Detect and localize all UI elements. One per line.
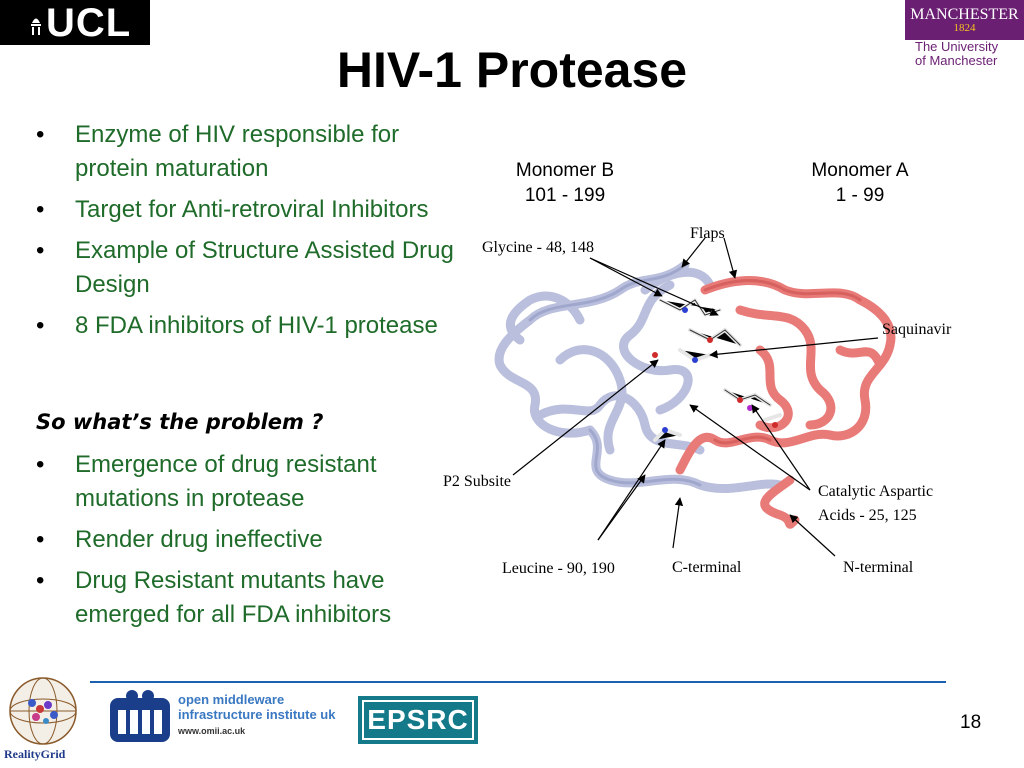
saquinavir-label: Saquinavir: [882, 321, 952, 338]
monomer-a-label: Monomer A 1 - 99: [780, 158, 940, 208]
bullet-dot: •: [36, 526, 45, 553]
annotation-arrows: [512, 237, 879, 557]
leucine-label: Leucine - 90, 190: [502, 560, 615, 577]
omii-line2: infrastructure institute uk: [178, 707, 336, 722]
n-terminal-label: N-terminal: [843, 559, 914, 576]
bullet-item: • Target for Anti-retroviral Inhibitors: [36, 193, 476, 227]
omii-url: www.omii.ac.uk: [178, 726, 246, 736]
realitygrid-globe-icon: [9, 677, 77, 745]
manchester-sub-line1: The University: [915, 39, 999, 54]
ucl-logo-text: UCL: [46, 1, 132, 45]
footer-divider: [90, 681, 946, 683]
bullet-text: Render drug ineffective: [75, 526, 323, 553]
bullet-dot: •: [36, 451, 45, 478]
bullet-dot: •: [36, 196, 45, 223]
c-terminal-label: C-terminal: [672, 559, 742, 576]
bullet-dot: •: [36, 567, 45, 594]
ucl-dome-icon: [31, 18, 41, 35]
ucl-logo: UCL: [0, 0, 150, 45]
p2-subsite-label: P2 Subsite: [443, 473, 512, 490]
bullet-item: • Emergence of drug resistant mutations i…: [36, 448, 476, 516]
monomer-b-name: Monomer B: [515, 160, 615, 181]
manchester-year: 1824: [953, 22, 976, 34]
omii-line1: open middleware: [178, 692, 285, 707]
bullet-dot: •: [36, 312, 45, 339]
monomer-a-name: Monomer A: [811, 160, 909, 181]
epsrc-logo: EPSRC: [358, 696, 478, 744]
bullet-text: Drug Resistant mutants have emerged for …: [75, 567, 392, 628]
omii-name: open middleware infrastructure institute…: [178, 692, 335, 722]
bullet-list: • Enzyme of HIV responsible for protein m…: [36, 118, 476, 350]
bullet-dot: •: [36, 121, 45, 148]
bullet-item: • Drug Resistant mutants have emerged for…: [36, 564, 476, 632]
bullet-text: Example of Structure Assisted Drug Desig…: [75, 237, 454, 298]
bullet-item: • Example of Structure Assisted Drug Desi…: [36, 234, 476, 302]
bullet-dot: •: [36, 237, 45, 264]
manchester-logo: MANCHESTER 1824 The University of Manche…: [905, 0, 1024, 70]
protein-structure-illustration: [494, 237, 896, 557]
bullet-text: Enzyme of HIV responsible for protein ma…: [75, 121, 400, 182]
manchester-name: MANCHESTER: [910, 6, 1019, 23]
page-number: 18: [960, 712, 982, 733]
bullet-item: • 8 FDA inhibitors of HIV-1 protease: [36, 309, 476, 343]
omii-logo: open middleware infrastructure institute…: [108, 688, 353, 744]
catalytic-label: Catalytic Aspartic Acids - 25, 125: [818, 482, 933, 526]
omii-mark-icon: [110, 690, 170, 742]
realitygrid-text: RealityGrid: [4, 747, 66, 761]
bullet-text: Emergence of drug resistant mutations in…: [75, 451, 377, 512]
protease-figure: Monomer B 101 - 199 Monomer A 1 - 99 Fla…: [440, 150, 1000, 590]
bullet-text: Target for Anti-retroviral Inhibitors: [75, 196, 429, 223]
manchester-subtitle: The University of Manchester: [915, 40, 1024, 68]
catalytic-label-line2: Acids - 25, 125: [818, 507, 917, 524]
bullet-item: • Render drug ineffective: [36, 523, 476, 557]
monomer-a-range: 1 - 99: [835, 185, 885, 206]
monomer-b-ribbon: [494, 260, 785, 493]
catalytic-label-line1: Catalytic Aspartic: [818, 483, 934, 500]
epsrc-text: EPSRC: [362, 700, 474, 740]
glycine-label: Glycine - 48, 148: [482, 239, 594, 256]
bullet-text: 8 FDA inhibitors of HIV-1 protease: [75, 312, 438, 339]
slide-title: HIV-1 Protease: [336, 42, 688, 98]
monomer-b-label: Monomer B 101 - 199: [485, 158, 645, 208]
bullet-item: • Enzyme of HIV responsible for protein m…: [36, 118, 476, 186]
manchester-sub-line2: of Manchester: [915, 53, 998, 68]
realitygrid-logo: RealityGrid: [2, 675, 84, 765]
manchester-banner: MANCHESTER 1824: [905, 0, 1024, 40]
problem-question: So what’s the problem ?: [36, 410, 324, 434]
monomer-b-range: 101 - 199: [524, 185, 606, 206]
flaps-label: Flaps: [690, 225, 725, 242]
bullet-list-2: • Emergence of drug resistant mutations i…: [36, 448, 476, 639]
